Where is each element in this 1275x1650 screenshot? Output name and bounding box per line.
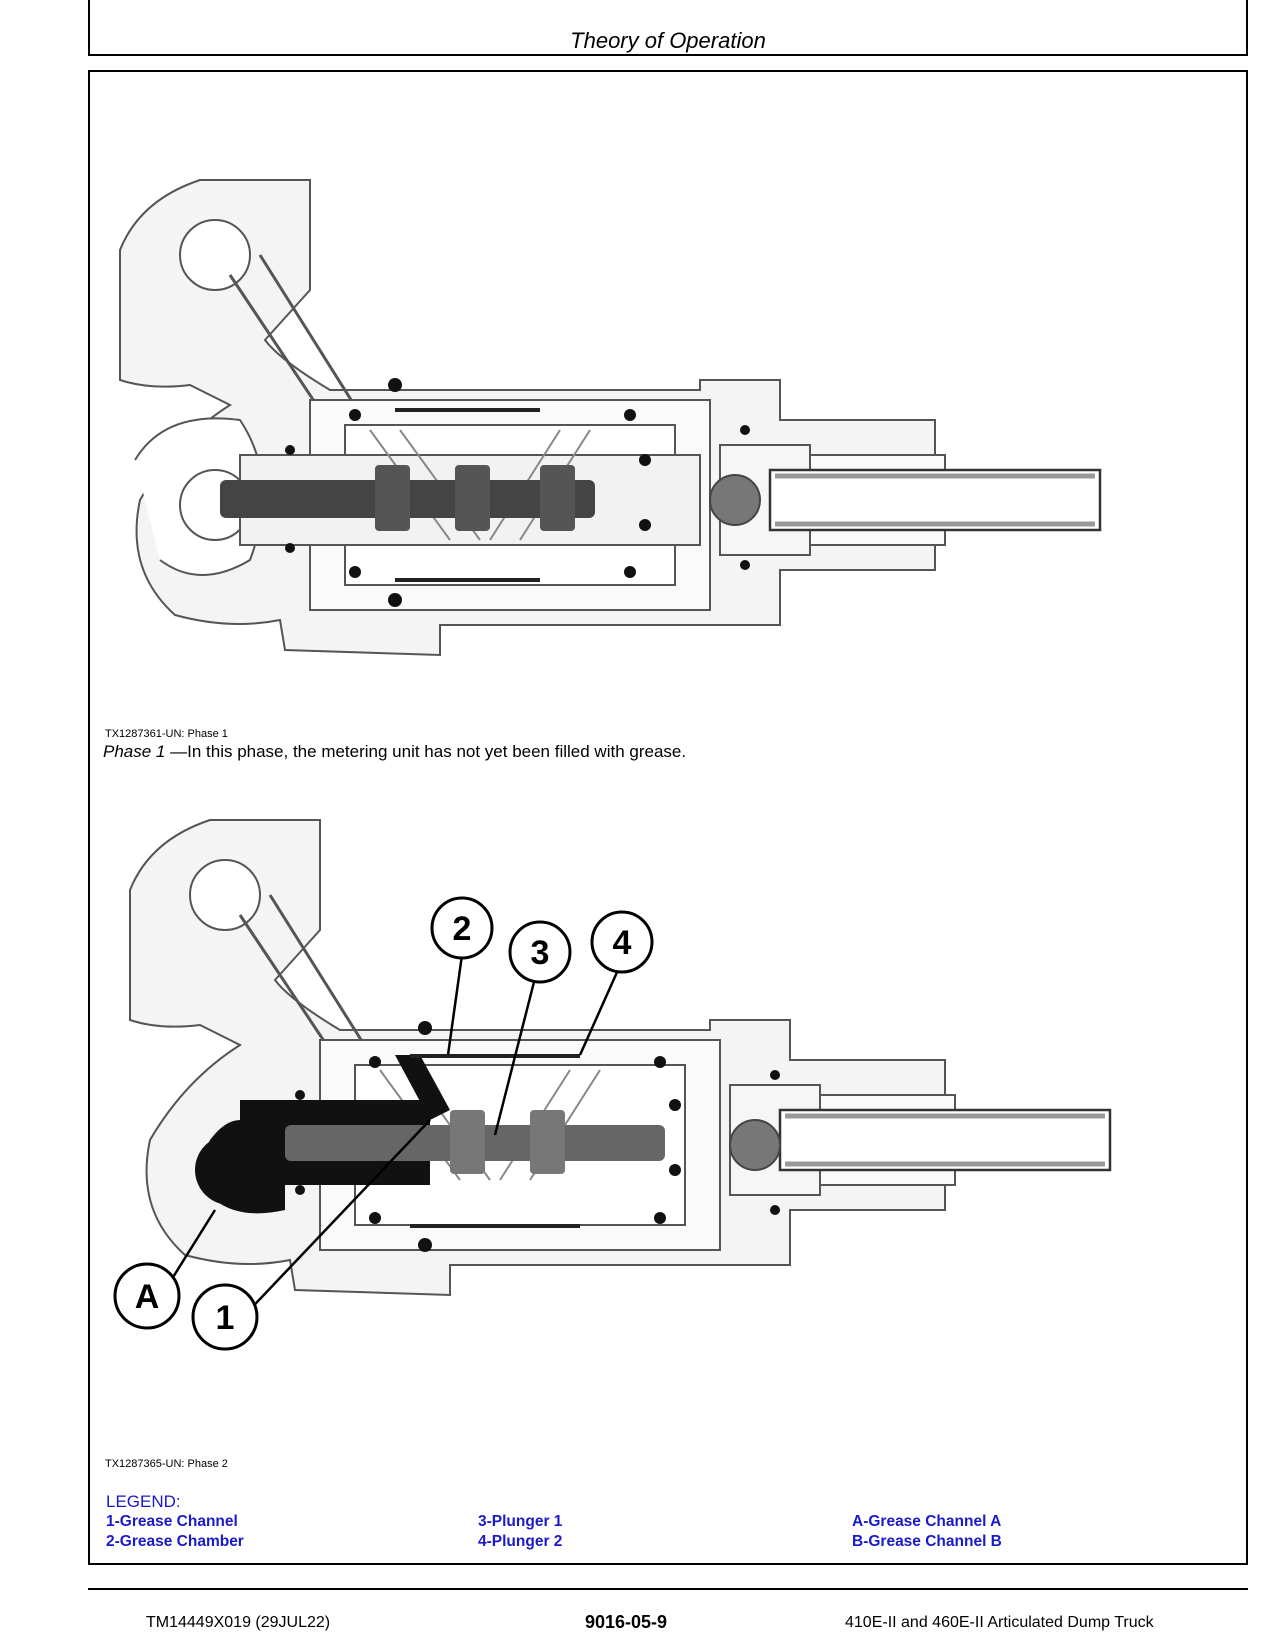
callout-2-circle — [430, 896, 494, 960]
footer-page-number: 9016-05-9 — [585, 1612, 668, 1632]
callout-1-circle — [191, 1283, 259, 1351]
callout-4-label: 4 — [613, 924, 632, 962]
page-header: Theory of Operation — [88, 0, 1248, 56]
callout-4-circle — [590, 910, 654, 974]
legend-item-grease-channel-b: B-Grease Channel B — [852, 1533, 1002, 1550]
legend-item-grease-channel: 1-Grease Channel — [106, 1513, 238, 1530]
page-title: Theory of Operation — [570, 28, 766, 53]
legend-title: LEGEND: — [106, 1492, 181, 1511]
legend-item-plunger-1: 3-Plunger 1 — [478, 1513, 563, 1530]
callout-1-label: 1 — [216, 1299, 235, 1337]
footer-product: 410E-II and 460E-II Articulated Dump Tru… — [845, 1614, 1154, 1631]
footer-rule — [88, 1588, 1248, 1590]
callout-a-circle — [113, 1262, 181, 1330]
callout-3-label: 3 — [531, 934, 550, 972]
legend-item-plunger-2: 4-Plunger 2 — [478, 1533, 563, 1550]
content-frame — [88, 70, 1248, 1565]
callout-3-circle — [508, 920, 572, 984]
figure1-id: TX1287361-UN: Phase 1 — [105, 728, 228, 740]
legend-item-grease-channel-a: A-Grease Channel A — [852, 1513, 1002, 1530]
callout-2-label: 2 — [453, 910, 472, 948]
metering-unit-phase2-diagram: 2 3 4 A 1 — [113, 819, 1112, 1351]
callout-a-label: A — [135, 1278, 160, 1316]
figure1-caption: Phase 1 —In this phase, the metering uni… — [103, 742, 686, 762]
footer-doc-id: TM14449X019 (29JUL22) — [146, 1614, 331, 1631]
legend-item-grease-chamber: 2-Grease Chamber — [106, 1533, 244, 1550]
figure1-caption-lead: Phase 1 — [103, 742, 166, 761]
metering-unit-phase1-diagram — [119, 179, 1102, 657]
figure1-caption-body: —In this phase, the metering unit has no… — [165, 742, 687, 761]
figure2-id: TX1287365-UN: Phase 2 — [105, 1458, 228, 1470]
